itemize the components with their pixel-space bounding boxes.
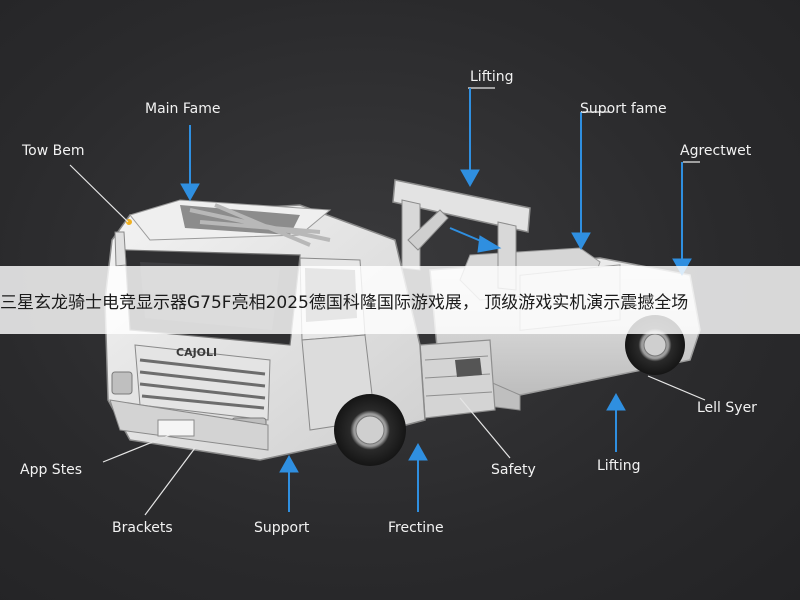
- label-support-frame: Suport fame: [580, 101, 667, 117]
- label-lifting-bottom: Lifting: [597, 458, 641, 474]
- support-frame-arrow-icon: [571, 232, 591, 251]
- side-steps: [419, 339, 496, 419]
- main-frame-arrow-icon: [180, 183, 200, 202]
- frectine-arrow-icon: [408, 442, 428, 461]
- label-main-frame: Main Fame: [145, 101, 221, 117]
- boom-arrow-icon: [477, 235, 502, 253]
- lifting-top-arrow-icon: [460, 169, 480, 188]
- label-safety: Safety: [491, 462, 536, 478]
- label-frectine: Frectine: [388, 520, 444, 536]
- news-banner-text[interactable]: 三星玄龙骑士电竞显示器G75F亮相2025德国科隆国际游戏展， 顶级游戏实机演示…: [0, 292, 689, 313]
- news-banner[interactable]: 三星玄龙骑士电竞显示器G75F亮相2025德国科隆国际游戏展， 顶级游戏实机演示…: [0, 266, 800, 334]
- support-arrow-icon: [279, 454, 299, 473]
- label-app-stes: App Stes: [20, 462, 83, 478]
- label-lifting-top: Lifting: [470, 69, 514, 85]
- label-lell-syer: Lell Syer: [697, 400, 757, 416]
- lifting-bottom-arrow-icon: [606, 392, 626, 411]
- label-brackets: Brackets: [112, 520, 173, 536]
- grille-badge: CAJOLI: [176, 346, 217, 359]
- label-tow-beam: Tow Bem: [22, 143, 85, 159]
- label-agreement: Agrectwet: [680, 143, 752, 159]
- leader-lines: [69, 87, 706, 516]
- label-support: Support: [254, 520, 310, 536]
